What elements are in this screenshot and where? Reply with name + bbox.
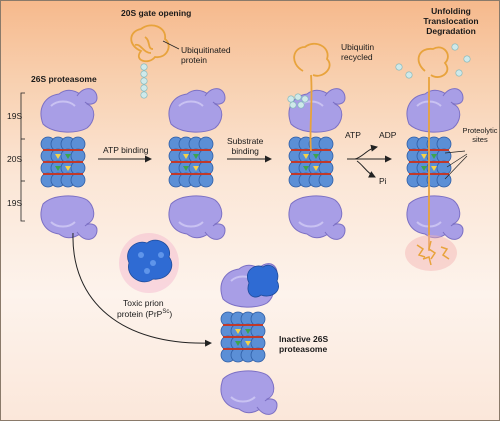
proteolytic-sites-label: Proteolytic sites [462, 126, 498, 144]
ubiquitinated-protein-label: Ubiquitinated protein [181, 45, 231, 65]
proteasome-2 [167, 87, 226, 241]
toxic-prion-superscript: Sc [162, 309, 170, 315]
ubiquitin-recycled-label: Ubiquitin recycled [341, 42, 375, 62]
toxic-prion-main: protein (PrP [117, 308, 163, 319]
substrate-binding-label: Substrate binding [227, 136, 264, 156]
toxic-prion-line1-label: Toxic prion [123, 298, 164, 308]
arrow-pi [356, 160, 376, 178]
gate-opening-label: 20S gate opening [121, 8, 192, 18]
proteolytic-leader-1 [444, 150, 466, 154]
inactive-proteasome-label: Inactive 26S proteasome [279, 334, 329, 354]
bound-prion-icon [247, 264, 279, 298]
toxic-prion-close: ) [169, 308, 173, 319]
ubiquitinated-protein-icon [130, 24, 170, 99]
segment-bracket [20, 92, 25, 222]
proteolytic-leader-2 [446, 153, 468, 168]
proteolytic-leader-3 [444, 155, 468, 180]
ubiquitinated-protein-leader [162, 40, 180, 50]
atp-binding-label: ATP binding [103, 145, 149, 155]
unfolding-label: Unfolding Translocation Degradation [423, 6, 479, 36]
arrow-adp [354, 144, 378, 160]
translocating-substrate-icon [395, 43, 471, 251]
proteasome-4 [405, 87, 464, 241]
pi-label: Pi [379, 176, 387, 186]
toxic-prion-line2-label: protein (PrPSc) [117, 309, 172, 320]
arrow-inactivation [72, 232, 212, 347]
bound-substrate-icon [287, 42, 331, 152]
proteasome-3 [287, 87, 346, 241]
proteasome-1 [39, 87, 98, 241]
degraded-peptides-icon [405, 235, 457, 271]
prion-protein-icon [119, 233, 179, 293]
adp-label: ADP [379, 130, 397, 140]
segment-20s-label: 20S [7, 154, 23, 164]
atp-label: ATP [345, 130, 361, 140]
segment-19s-bottom-label: 19S [7, 198, 23, 208]
segment-19s-top-label: 19S [7, 111, 23, 121]
proteasome-26s-label: 26S proteasome [31, 74, 97, 84]
